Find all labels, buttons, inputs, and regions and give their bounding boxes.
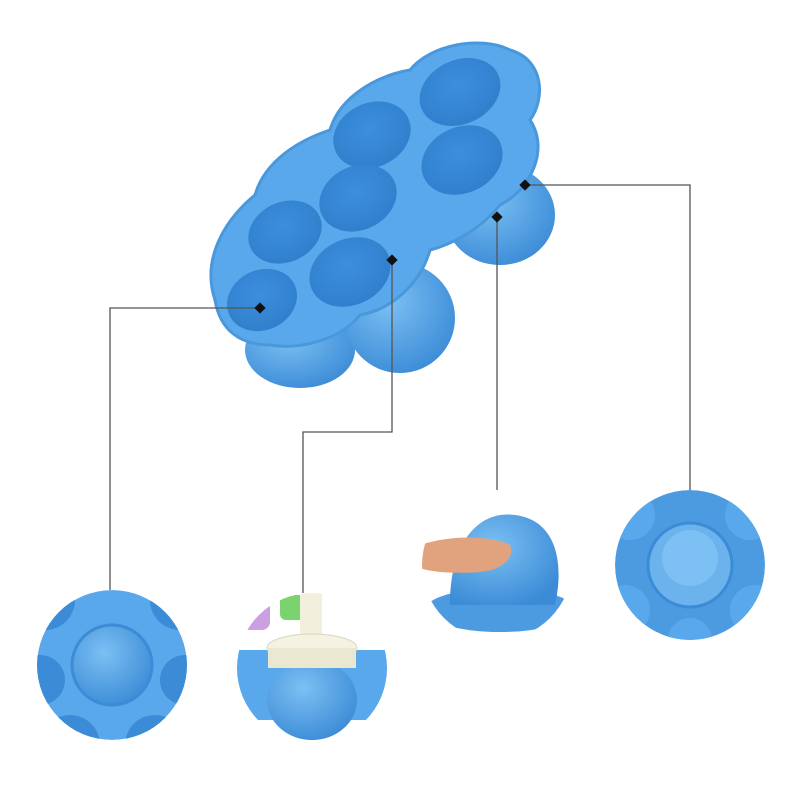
detail-bottom-view: [37, 590, 187, 740]
callout-lines: [109, 184, 691, 593]
tray-cavities: [226, 57, 503, 332]
detail-top-view: [615, 490, 765, 640]
callout-dots: [254, 179, 531, 314]
silicone-tray: [209, 41, 555, 388]
detail-push-out: [422, 490, 572, 640]
detail-cup-with-lid: [237, 593, 387, 743]
